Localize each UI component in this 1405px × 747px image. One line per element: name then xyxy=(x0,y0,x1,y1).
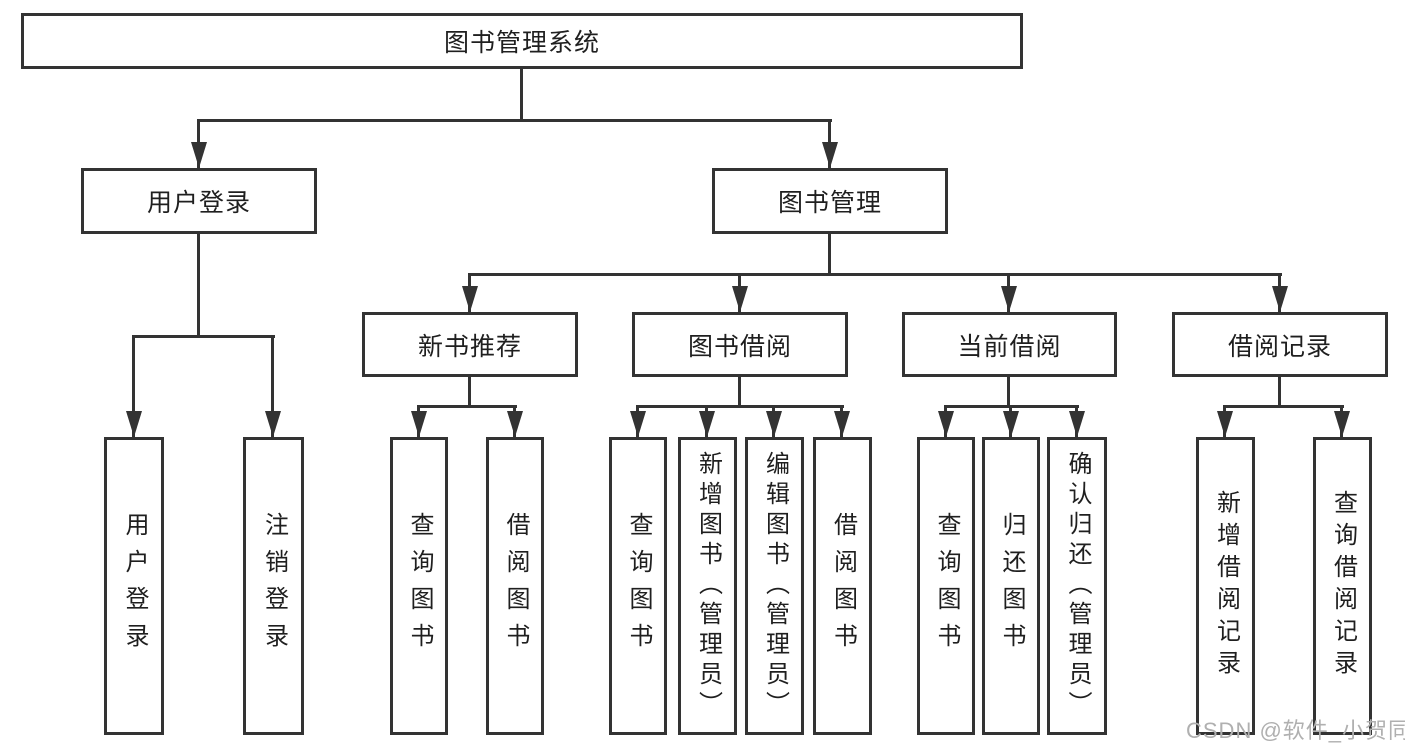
arrowhead-icon xyxy=(191,142,207,168)
connector-userlogin-branch xyxy=(132,335,275,338)
leaf-user-login: 用户登录 xyxy=(104,437,164,735)
connector-branch xyxy=(636,405,844,408)
connector-branch xyxy=(417,405,517,408)
arrowhead-icon xyxy=(630,411,646,437)
leaf-query-books: 查询图书 xyxy=(609,437,667,735)
connector-bookmgmt-branch xyxy=(468,273,1282,276)
arrowhead-icon xyxy=(462,286,478,312)
watermark: CSDN @软件_小贺同学 xyxy=(1186,718,1405,743)
node-new-book-recommend: 新书推荐 xyxy=(362,312,578,377)
leaf-return-books: 归还图书 xyxy=(982,437,1040,735)
leaf-add-borrow-record: 新增借阅记录 xyxy=(1196,437,1255,735)
arrowhead-icon xyxy=(766,411,782,437)
arrowhead-icon xyxy=(411,411,427,437)
connector-stem xyxy=(738,377,741,405)
leaf-logout: 注销登录 xyxy=(243,437,304,735)
leaf-query-borrow-record: 查询借阅记录 xyxy=(1313,437,1372,735)
connector-drop-leaf xyxy=(132,335,135,437)
arrowhead-icon xyxy=(1001,286,1017,312)
node-user-login: 用户登录 xyxy=(81,168,317,234)
arrowhead-icon xyxy=(1003,411,1019,437)
arrowhead-icon xyxy=(732,286,748,312)
arrowhead-icon xyxy=(1069,411,1085,437)
arrowhead-icon xyxy=(822,142,838,168)
connector-branch xyxy=(1223,405,1344,408)
arrowhead-icon xyxy=(938,411,954,437)
leaf-query-books: 查询图书 xyxy=(390,437,448,735)
connector-userlogin-stem xyxy=(197,234,200,335)
node-current-borrowing: 当前借阅 xyxy=(902,312,1117,377)
connector-stem xyxy=(1278,377,1281,405)
connector-root-stem xyxy=(520,69,523,119)
connector-bookmgmt-stem xyxy=(828,234,831,273)
arrowhead-icon xyxy=(1217,411,1233,437)
leaf-add-books-admin: 新增图书（管理员） xyxy=(678,437,737,735)
node-root: 图书管理系统 xyxy=(21,13,1023,69)
leaf-edit-books-admin: 编辑图书（管理员） xyxy=(745,437,804,735)
connector-drop-leaf xyxy=(271,335,274,437)
connector-stem xyxy=(468,377,471,405)
arrowhead-icon xyxy=(1334,411,1350,437)
arrowhead-icon xyxy=(507,411,523,437)
arrowhead-icon xyxy=(699,411,715,437)
arrowhead-icon xyxy=(1272,286,1288,312)
connector-stem xyxy=(1007,377,1010,405)
arrowhead-icon xyxy=(126,411,142,437)
connector-root-branch xyxy=(197,119,832,122)
arrowhead-icon xyxy=(265,411,281,437)
node-book-management: 图书管理 xyxy=(712,168,948,234)
leaf-confirm-return-admin: 确认归还（管理员） xyxy=(1047,437,1107,735)
leaf-query-books: 查询图书 xyxy=(917,437,975,735)
node-borrowing-records: 借阅记录 xyxy=(1172,312,1388,377)
node-book-borrowing: 图书借阅 xyxy=(632,312,848,377)
leaf-borrow-books: 借阅图书 xyxy=(813,437,872,735)
arrowhead-icon xyxy=(834,411,850,437)
leaf-borrow-books: 借阅图书 xyxy=(486,437,544,735)
